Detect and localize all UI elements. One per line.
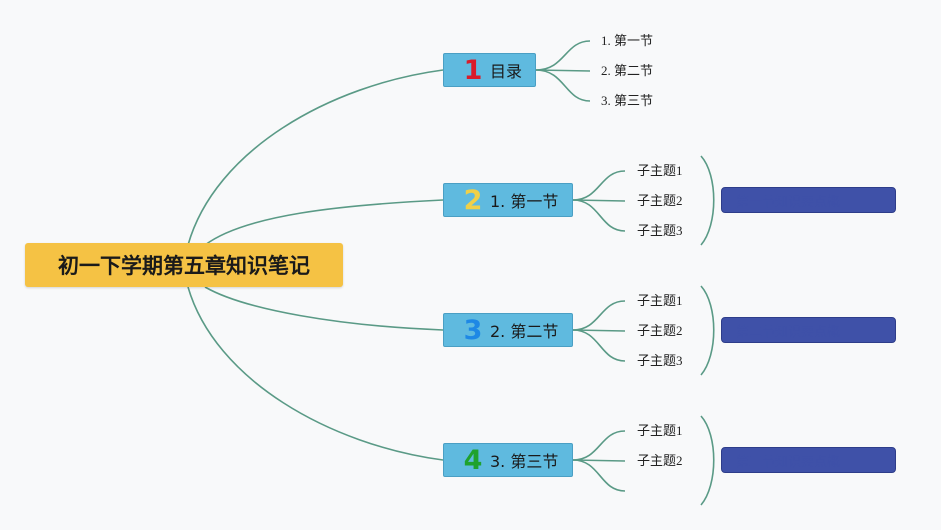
subtopic-item[interactable]: 1. 第一节 (601, 33, 654, 48)
root-connector-4 (187, 286, 444, 461)
branch-toc[interactable]: 1 目录 (443, 53, 536, 87)
number-3-icon: 3 (463, 314, 483, 346)
summary-text: 第三节知识要点概 (736, 454, 841, 470)
child-connector-3-1 (572, 300, 626, 331)
subtopic-item[interactable]: 子主题1 (637, 163, 683, 178)
summary-brace-2 (700, 155, 715, 246)
child-connector-1-3 (535, 69, 591, 102)
subtopic-item[interactable]: 子主题2 (637, 323, 683, 338)
summary-brace-4 (700, 415, 715, 506)
branch-label: 2. 第二节 (490, 322, 559, 341)
subtopic-item[interactable]: 子主题2 (637, 453, 683, 468)
summary-text: 第二节知识要点概 (736, 324, 841, 340)
subtopic-item[interactable]: 子主题1 (637, 293, 683, 308)
summary-text: 第一节知识要点概 (736, 194, 841, 210)
child-connector-4-2 (572, 459, 626, 462)
root-topic[interactable]: 初一下学期第五章知识笔记 (25, 243, 343, 287)
child-connector-1-2 (535, 69, 591, 72)
child-connector-1-1 (535, 40, 591, 71)
child-connector-4-3 (572, 459, 626, 492)
subtopic-item[interactable]: 子主题1 (637, 423, 683, 438)
root-connector-1 (187, 69, 444, 246)
child-connector-2-2 (572, 199, 626, 202)
number-4-icon: 4 (463, 444, 483, 476)
branch-section-2[interactable]: 3 2. 第二节 (443, 313, 573, 347)
number-2-icon: 2 (463, 184, 483, 216)
child-connector-3-2 (572, 329, 626, 332)
number-1-icon: 1 (463, 54, 483, 86)
subtopic-item[interactable]: 2. 第二节 (601, 63, 654, 78)
summary-box[interactable]: 第一节知识要点概 (721, 187, 896, 213)
subtopic-item[interactable]: 3. 第三节 (601, 93, 654, 108)
child-connector-2-3 (572, 199, 626, 232)
branch-label: 目录 (490, 62, 523, 81)
child-connector-2-1 (572, 170, 626, 201)
branch-label: 1. 第一节 (490, 192, 559, 211)
branch-section-3[interactable]: 4 3. 第三节 (443, 443, 573, 477)
summary-brace-3 (700, 285, 715, 376)
subtopic-item[interactable]: 子主题2 (637, 193, 683, 208)
subtopic-item[interactable]: 子主题3 (637, 223, 683, 238)
summary-box[interactable]: 第二节知识要点概 (721, 317, 896, 343)
branch-label: 3. 第三节 (490, 452, 559, 471)
summary-box[interactable]: 第三节知识要点概 (721, 447, 896, 473)
root-title: 初一下学期第五章知识笔记 (58, 254, 310, 278)
subtopic-item[interactable]: 子主题3 (637, 353, 683, 368)
child-connector-3-3 (572, 329, 626, 362)
branch-section-1[interactable]: 2 1. 第一节 (443, 183, 573, 217)
root-connector-2 (204, 199, 444, 246)
child-connector-4-1 (572, 430, 626, 461)
root-connector-3 (204, 286, 444, 331)
